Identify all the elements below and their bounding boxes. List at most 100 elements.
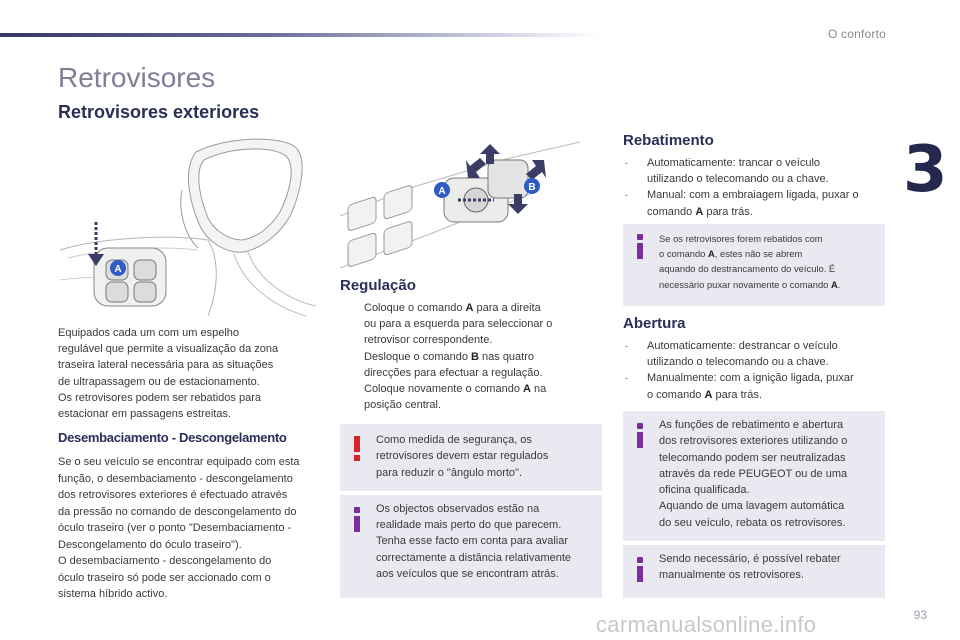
item-text: para trás. bbox=[712, 388, 762, 401]
info-note-objects: Os objectos observados estão na realidad… bbox=[340, 495, 602, 598]
defrost-line: Se o seu veículo se encontrar equipado c… bbox=[58, 456, 300, 468]
info-note-functions: As funções de rebatimento e abertura dos… bbox=[623, 411, 885, 541]
abertura-list: - Automaticamente: destrancar o veículo … bbox=[623, 338, 891, 403]
note-line: telecomando podem ser neutralizadas bbox=[659, 451, 846, 464]
info-icon bbox=[637, 557, 643, 582]
info-icon bbox=[354, 507, 360, 532]
defrost-heading: Desembaciamento - Descongelamento bbox=[58, 430, 287, 445]
item-text: nas quatro bbox=[478, 350, 535, 363]
note-line: correctamente a distância relativamente bbox=[376, 551, 572, 564]
item-text: utilizando o telecomando ou a chave. bbox=[647, 356, 829, 369]
mirror-illustration: A bbox=[58, 130, 317, 318]
item-text: comando bbox=[647, 205, 696, 218]
defrost-line: dos retrovisores exteriores é efectuado … bbox=[58, 489, 288, 502]
list-item: - Automaticamente: destrancar o veículo … bbox=[623, 338, 891, 370]
watermark: carmanualsonline.info bbox=[596, 612, 817, 637]
note-line: realidade mais perto do que parecem. bbox=[376, 519, 562, 532]
note-line: Sendo necessário, é possível rebater bbox=[659, 553, 841, 565]
note-text: necessário puxar novamente o comando bbox=[659, 278, 831, 290]
abertura-heading: Abertura bbox=[623, 315, 686, 332]
note-line: o comando A, estes não se abrem bbox=[659, 246, 879, 261]
dash-icon: - bbox=[625, 341, 628, 351]
note-line: através da rede PEUGEOT ou de uma bbox=[659, 467, 848, 480]
label-b: B bbox=[528, 182, 535, 193]
key-label: A bbox=[465, 302, 474, 314]
key-label: A bbox=[830, 278, 838, 290]
info-text: Se os retrovisores forem rebatidos com o… bbox=[659, 231, 879, 292]
dash-icon: - bbox=[625, 190, 628, 201]
defrost-paragraph-2: O desembaciamento - descongelamento do ó… bbox=[58, 553, 330, 603]
info-note-manual: Sendo necessário, é possível rebater man… bbox=[623, 545, 885, 598]
item-text: Automaticamente: destrancar o veículo bbox=[647, 340, 838, 352]
item-text: Manualmente: com a ignição ligada, puxar bbox=[647, 372, 854, 385]
list-item: - Manual: com a embraiagem ligada, puxar… bbox=[623, 187, 891, 219]
item-text: Coloque o comando bbox=[364, 302, 466, 314]
list-item: - Manualmente: com a ignição ligada, pux… bbox=[623, 370, 891, 402]
info-text: Os objectos observados estão na realidad… bbox=[376, 501, 596, 582]
warning-icon bbox=[354, 436, 360, 461]
item-text: retrovisor correspondente. bbox=[364, 334, 493, 347]
defrost-line: sistema híbrido activo. bbox=[58, 588, 168, 601]
mirror-drawing: A bbox=[59, 138, 317, 317]
rebatimento-heading: Rebatimento bbox=[623, 132, 714, 149]
switch-illustration: A B bbox=[339, 138, 590, 270]
item-text: direcções para efectuar a regulação. bbox=[364, 366, 543, 379]
defrost-line: óculo traseiro só pode ser accionado com… bbox=[58, 571, 271, 584]
note-line: oficina qualificada. bbox=[659, 484, 750, 497]
info-note-fold: Se os retrovisores forem rebatidos com o… bbox=[623, 224, 885, 306]
rebatimento-list: - Automaticamente: trancar o veículo uti… bbox=[623, 155, 891, 220]
note-line: retrovisores devem estar regulados bbox=[376, 450, 549, 463]
dash-icon: - bbox=[625, 158, 628, 168]
item-text: comando A para trás. bbox=[647, 204, 891, 220]
note-line: Como medida de segurança, os bbox=[376, 434, 532, 446]
note-line: dos retrovisores exteriores utilizando o bbox=[659, 435, 848, 448]
info-text: Sendo necessário, é possível rebater man… bbox=[659, 551, 879, 584]
key-label: B bbox=[471, 350, 479, 363]
note-line: Aquando de uma lavagem automática bbox=[659, 500, 845, 513]
warning-text: Como medida de segurança, os retrovisore… bbox=[376, 432, 596, 481]
page-title: Retrovisores bbox=[58, 62, 216, 93]
intro-line: de ultrapassagem ou de estacionamento. bbox=[58, 375, 260, 388]
list-item: Coloque o comando A para a direita ou pa… bbox=[340, 300, 602, 349]
dash-icon: - bbox=[625, 373, 628, 384]
note-text: , estes não se abrem bbox=[714, 248, 803, 260]
item-text: Automaticamente: trancar o veículo bbox=[647, 157, 821, 169]
note-line: aos veículos que se encontram atrás. bbox=[376, 567, 559, 580]
item-text: para a direita bbox=[473, 302, 541, 314]
header-bar bbox=[0, 33, 600, 37]
item-text: Desloque o comando bbox=[364, 350, 472, 363]
info-icon bbox=[637, 234, 643, 259]
item-text: Coloque novamente o comando bbox=[364, 383, 523, 396]
intro-line: estacionar em passagens estreitas. bbox=[58, 408, 232, 421]
note-line: do seu veículo, rebata os retrovisores. bbox=[659, 516, 846, 529]
defrost-line: da pressão no comando de descongelamento… bbox=[58, 505, 297, 518]
note-line: para reduzir o "ângulo morto". bbox=[376, 466, 522, 479]
note-line: manualmente os retrovisores. bbox=[659, 569, 804, 582]
item-text: na bbox=[530, 383, 547, 396]
intro-line: Equipados cada um com um espelho bbox=[58, 327, 239, 339]
defrost-paragraph-1: Se o seu veículo se encontrar equipado c… bbox=[58, 454, 330, 554]
page-subtitle: Retrovisores exteriores bbox=[58, 102, 260, 122]
intro-line: traseira lateral necessária para as situ… bbox=[58, 359, 274, 372]
item-text: para trás. bbox=[703, 205, 753, 218]
item-text: Manual: com a embraiagem ligada, puxar o bbox=[647, 189, 859, 202]
list-item: Coloque novamente o comando A na posição… bbox=[340, 381, 602, 413]
note-text: . bbox=[837, 278, 841, 290]
note-line: As funções de rebatimento e abertura bbox=[659, 419, 844, 431]
item-text: utilizando o telecomando ou a chave. bbox=[647, 173, 829, 186]
list-item: Desloque o comando B nas quatro direcçõe… bbox=[340, 349, 602, 381]
regulacao-list: Coloque o comando A para a direita ou pa… bbox=[340, 300, 602, 413]
note-line: necessário puxar novamente o comando A. bbox=[659, 277, 879, 292]
chapter-number: 3 bbox=[903, 133, 948, 207]
item-text: o comando A para trás. bbox=[647, 387, 891, 403]
page-number: 93 bbox=[913, 608, 927, 622]
label-a-right: A bbox=[438, 186, 445, 197]
note-line: Se os retrovisores forem rebatidos com bbox=[659, 233, 823, 244]
key-label: A bbox=[523, 383, 531, 396]
defrost-line: Desconge­lamento do óculo traseiro"). bbox=[58, 538, 242, 551]
item-text: ou para a esquerda para seleccionar o bbox=[364, 318, 553, 331]
key-label: A bbox=[695, 205, 704, 218]
defrost-line: O desembaciamento - descongelamento do bbox=[58, 555, 272, 567]
info-icon bbox=[637, 423, 643, 448]
intro-line: regulável que permite a visualização da … bbox=[58, 343, 279, 356]
